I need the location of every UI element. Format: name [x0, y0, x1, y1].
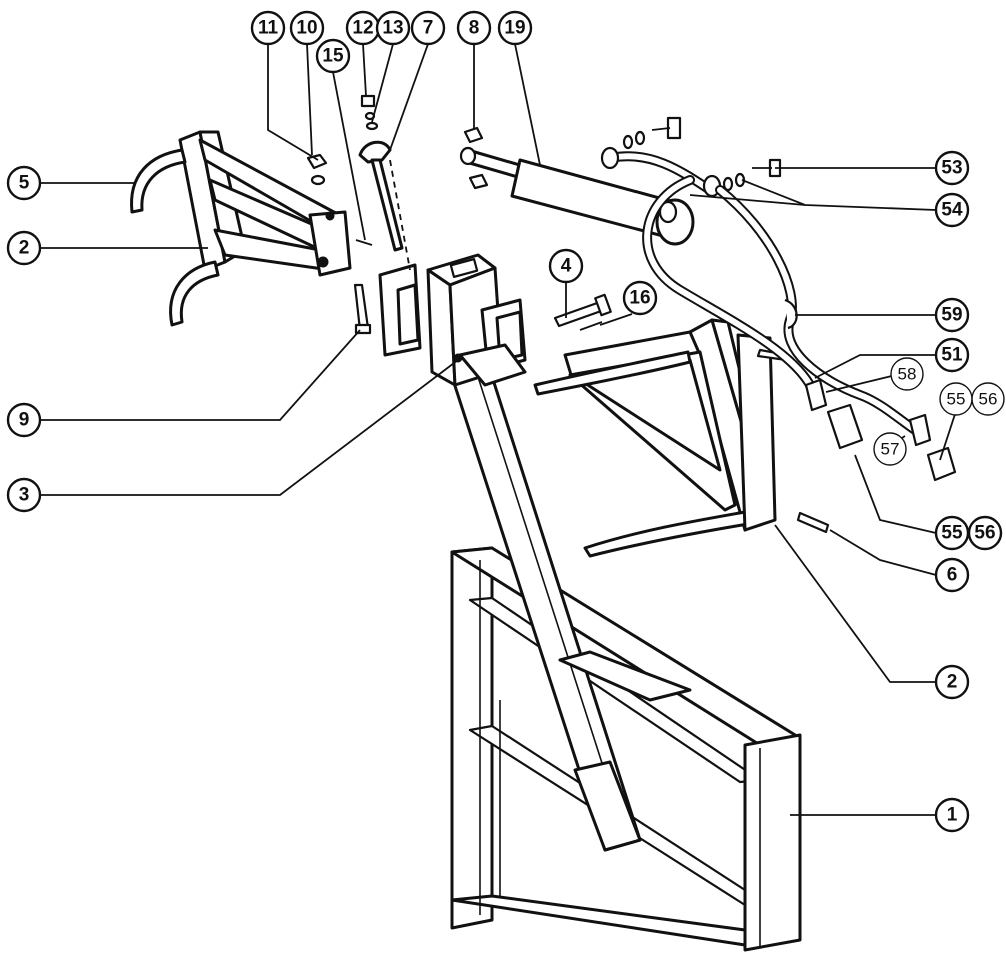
callout-58: 58 — [890, 357, 924, 391]
callout-16: 16 — [622, 280, 658, 316]
callout-1-label: 1 — [947, 805, 958, 826]
callout-10: 10 — [289, 10, 325, 46]
callout-19: 19 — [497, 10, 533, 46]
callout-9-label: 9 — [19, 410, 30, 431]
callout-4-label: 4 — [561, 256, 572, 277]
callout-2-right-label: 2 — [947, 672, 958, 693]
callout-8-label: 8 — [469, 18, 480, 39]
callout-11: 11 — [250, 10, 286, 46]
callout-55-lower: 55 — [934, 515, 970, 551]
callout-13: 13 — [375, 10, 411, 46]
leader-lines — [40, 43, 958, 816]
callout-55-lower-label: 55 — [941, 523, 963, 544]
callout-53: 53 — [934, 150, 970, 186]
callout-56-lower-label: 56 — [974, 523, 995, 544]
callout-11-label: 11 — [258, 18, 279, 39]
callout-2-right: 2 — [934, 664, 970, 700]
callout-56-upper-label: 56 — [979, 390, 998, 409]
callout-56-upper: 56 — [971, 382, 1005, 416]
pivot-pin — [358, 140, 411, 271]
callout-12: 12 — [345, 10, 381, 46]
mast-column — [443, 343, 692, 852]
callout-16-label: 16 — [629, 288, 650, 309]
callout-56-lower: 56 — [967, 515, 1003, 551]
callout-1: 1 — [934, 797, 970, 833]
callout-54-label: 54 — [941, 200, 963, 221]
callout-57: 57 — [873, 432, 907, 466]
callouts: 11 10 12 13 7 8 19 15 — [6, 10, 1005, 833]
head-bracket — [378, 253, 527, 387]
callout-51: 51 — [934, 337, 970, 373]
callout-59-label: 59 — [941, 305, 962, 326]
callout-8: 8 — [456, 10, 492, 46]
callout-19-label: 19 — [504, 18, 525, 39]
callout-58-label: 58 — [898, 365, 917, 384]
hydraulic-cylinder — [459, 146, 722, 246]
callout-5-label: 5 — [19, 173, 30, 194]
callout-7-label: 7 — [423, 18, 434, 39]
callout-4: 4 — [548, 248, 584, 284]
callout-57-label: 57 — [881, 440, 900, 459]
callout-3-label: 3 — [19, 485, 30, 506]
callout-6: 6 — [934, 557, 970, 593]
right-fork-arm — [533, 318, 777, 558]
callout-59: 59 — [934, 297, 970, 333]
base-frame — [450, 546, 802, 952]
callout-51-label: 51 — [941, 345, 963, 366]
callout-6-label: 6 — [947, 565, 958, 586]
callout-12-label: 12 — [352, 18, 373, 39]
callout-3: 3 — [6, 477, 42, 513]
callout-54: 54 — [934, 192, 970, 228]
callout-15: 15 — [315, 38, 351, 74]
callout-15-label: 15 — [322, 46, 344, 67]
callout-5: 5 — [6, 165, 42, 201]
hydraulic-hoses — [642, 175, 957, 482]
callout-9: 9 — [6, 402, 42, 438]
callout-2-left: 2 — [6, 230, 42, 266]
callout-55-upper: 55 — [939, 382, 973, 416]
callout-13-label: 13 — [382, 18, 403, 39]
callout-53-label: 53 — [941, 158, 962, 179]
hardware — [306, 94, 830, 534]
callout-10-label: 10 — [296, 18, 317, 39]
callout-55-upper-label: 55 — [947, 390, 966, 409]
callout-2-left-label: 2 — [19, 238, 30, 259]
callout-7: 7 — [410, 10, 446, 46]
left-fork-arm — [130, 130, 352, 327]
